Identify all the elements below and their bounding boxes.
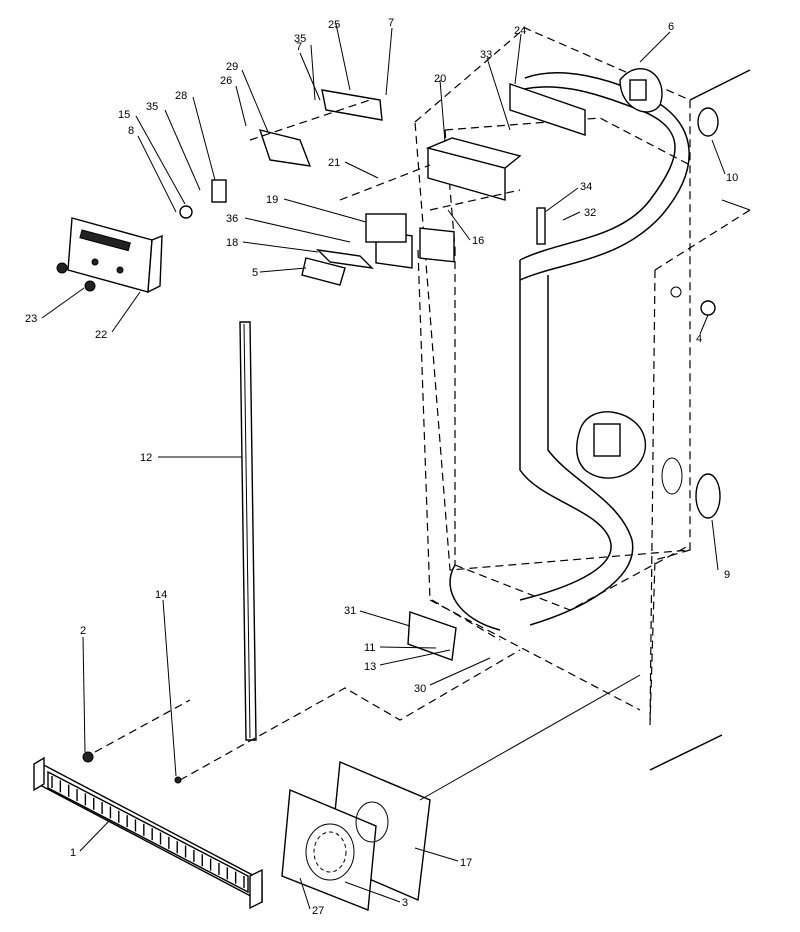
callout-17: 17 <box>460 857 472 869</box>
part-22-control-housing <box>67 217 163 294</box>
thermostat-bubble <box>576 411 646 479</box>
callout-5: 5 <box>252 267 258 279</box>
callout-35a: 35 <box>146 101 158 113</box>
callout-23: 23 <box>25 313 37 325</box>
part-12-vertical-strip <box>239 321 257 741</box>
callout-33: 33 <box>480 49 492 61</box>
part-23-knobs <box>56 262 96 292</box>
callout-labels: 1 2 3 4 5 6 7 7 8 9 10 11 12 13 14 15 16… <box>25 17 738 917</box>
callout-26: 26 <box>220 75 232 87</box>
part-34-strip <box>536 207 546 245</box>
callout-35b: 35 <box>294 33 306 45</box>
wiring-harness <box>449 72 690 631</box>
part-5-cover <box>301 257 346 286</box>
part-15-light-socket <box>179 205 193 219</box>
callout-19: 19 <box>266 194 278 206</box>
callout-36: 36 <box>226 213 238 225</box>
callout-1: 1 <box>70 847 76 859</box>
callout-3: 3 <box>402 897 408 909</box>
part-2-clip <box>82 751 94 763</box>
callout-16: 16 <box>472 235 484 247</box>
leader-lines <box>41 23 726 910</box>
callout-7a: 7 <box>296 41 302 53</box>
callout-25: 25 <box>328 19 340 31</box>
callout-12: 12 <box>140 452 152 464</box>
part-24-mounting-plate <box>509 83 586 136</box>
part-9-grille-cover <box>661 457 721 519</box>
callout-15: 15 <box>118 109 130 121</box>
callout-9: 9 <box>724 569 730 581</box>
part-29-bracket <box>258 129 312 167</box>
callout-30: 30 <box>414 683 426 695</box>
part-31-bracket <box>407 611 457 661</box>
cabinet-outer-wall <box>649 69 751 771</box>
callout-20: 20 <box>434 73 446 85</box>
part-19-switch-body <box>365 213 407 243</box>
part-16-frame <box>419 227 455 263</box>
callout-13: 13 <box>364 661 376 673</box>
callout-29: 29 <box>226 61 238 73</box>
part-4-plug <box>670 286 716 316</box>
callout-27: 27 <box>312 905 324 917</box>
part-10-cover <box>697 107 719 137</box>
callout-4: 4 <box>696 333 702 345</box>
callout-34: 34 <box>580 181 592 193</box>
callout-18: 18 <box>226 237 238 249</box>
callout-14: 14 <box>155 589 167 601</box>
callout-7b: 7 <box>388 17 394 29</box>
callout-6: 6 <box>668 21 674 33</box>
part-6-assembly <box>619 68 663 113</box>
callout-10: 10 <box>726 172 738 184</box>
callout-31: 31 <box>344 605 356 617</box>
callout-32: 32 <box>584 207 596 219</box>
callout-22: 22 <box>95 329 107 341</box>
part-20-bracket <box>425 137 522 201</box>
callout-24: 24 <box>514 25 526 37</box>
callout-21: 21 <box>328 157 340 169</box>
callout-2: 2 <box>80 625 86 637</box>
callout-28: 28 <box>175 90 187 102</box>
callout-11: 11 <box>364 642 375 654</box>
part-28-clip <box>211 179 227 203</box>
part-18-actuator <box>316 249 374 269</box>
part-1-grille <box>33 756 263 910</box>
part-3-front-panel <box>281 788 389 911</box>
callout-8: 8 <box>128 125 134 137</box>
assembly-guide-lines <box>94 99 641 801</box>
part-25-bracket <box>321 89 383 121</box>
